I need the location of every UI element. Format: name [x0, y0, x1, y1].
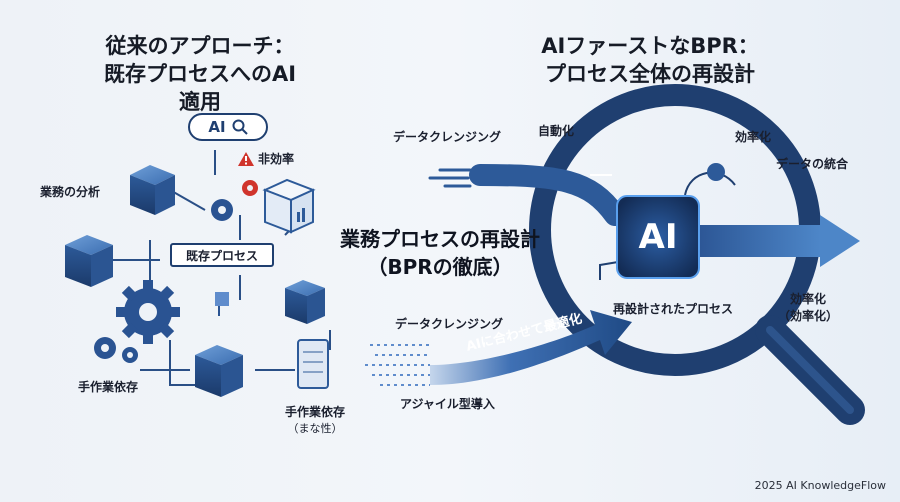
upper-stream: [428, 164, 626, 226]
right-title-line2: プロセス全体の再設計: [545, 62, 755, 86]
warning-icon: [238, 151, 254, 166]
left-title-line2: 既存プロセスへのAI適用: [103, 62, 297, 114]
node-dot: [707, 163, 725, 181]
center-title: 業務プロセスの再設計 （BPRの徹底）: [320, 225, 560, 281]
agile-label: アジャイル型導入: [400, 397, 495, 411]
gear-red: [242, 180, 258, 196]
efficiency-label: 効率化: [735, 130, 772, 144]
inefficient-badge: 非効率: [238, 150, 294, 167]
cube-bottom: [195, 345, 243, 397]
cube-server-top: [285, 280, 325, 324]
gear-small-1: [94, 337, 116, 359]
data-cleansing-bottom-label: データクレンジング: [395, 317, 504, 331]
right-title-line1: AIファーストなBPR：: [541, 34, 759, 58]
cube-chart: [262, 178, 316, 234]
manual-dependency-note: （まな性）: [287, 422, 343, 435]
small-flag-icon: [215, 292, 229, 316]
inefficient-label: 非効率: [258, 152, 295, 166]
data-integration-label: データの統合: [776, 157, 849, 171]
center-title-line2: （BPRの徹底）: [367, 255, 513, 279]
efficiency-2-group: 効率化 （効率化）: [778, 290, 838, 324]
left-title-line1: 従来のアプローチ：: [105, 34, 295, 58]
search-icon: [232, 119, 248, 135]
cube-left: [65, 235, 113, 287]
cube-analysis: [130, 165, 175, 215]
main-arrow: [690, 215, 860, 267]
manual-dependency-label-2: 手作業依存: [284, 405, 345, 419]
left-title: 従来のアプローチ： 既存プロセスへのAI適用: [95, 32, 305, 116]
ai-search-pill: AI: [188, 113, 268, 141]
efficiency-2-note: （効率化）: [778, 309, 839, 323]
data-cleansing-top-label: データクレンジング: [393, 130, 502, 144]
gear-large: [116, 280, 180, 344]
ai-chip: [616, 195, 700, 279]
ai-search-label: AI: [208, 118, 226, 136]
dotted-streams: [365, 344, 430, 386]
gear-small-2: [122, 347, 138, 363]
manual-dependency-group: 手作業依存 （まな性）: [275, 403, 355, 436]
big-bottom-arrow: [430, 310, 632, 385]
existing-process-label: 既存プロセス: [185, 248, 258, 263]
center-title-line1: 業務プロセスの再設計: [340, 227, 540, 251]
ai-core-label: AI: [638, 217, 678, 257]
server-tower: [297, 339, 329, 389]
automation-label: 自動化: [538, 124, 575, 138]
business-analysis-label: 業務の分析: [40, 185, 101, 199]
existing-process-box: 既存プロセス: [170, 243, 274, 267]
gear-mid: [211, 199, 233, 221]
efficiency-2-label: 効率化: [789, 292, 826, 306]
footer-credit: 2025 AI KnowledgeFlow: [754, 479, 886, 492]
redesigned-process-label: 再設計されたプロセス: [613, 302, 734, 316]
right-title: AIファーストなBPR： プロセス全体の再設計: [530, 32, 770, 88]
manual-dependency-label-1: 手作業依存: [78, 380, 139, 394]
